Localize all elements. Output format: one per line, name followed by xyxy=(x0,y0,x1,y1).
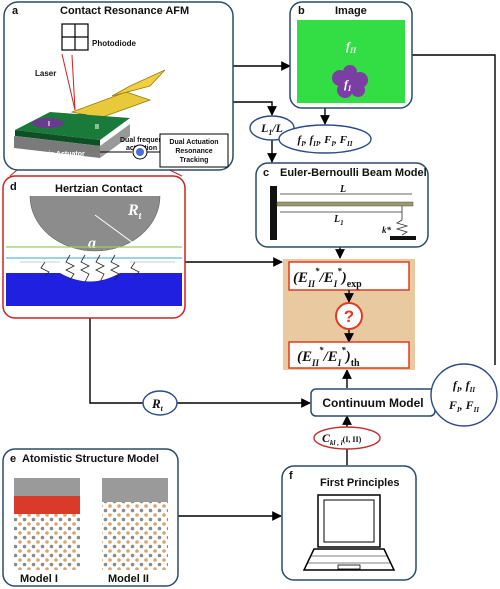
oval-R-label: R xyxy=(151,396,161,411)
panel-b-letter: b xyxy=(298,5,305,17)
laser-beam-icon xyxy=(61,53,76,111)
svg-text:Ckl , i(I, II): Ckl , i(I, II) xyxy=(322,431,362,447)
laptop-icon xyxy=(302,494,396,571)
question-circle xyxy=(335,302,363,330)
oval-C-suffix: (I, II) xyxy=(343,435,362,444)
model-I-structure xyxy=(14,478,80,570)
panel-c-letter: c xyxy=(263,167,269,179)
oval-over-L: /L xyxy=(271,121,283,135)
panel-e-title: Atomistic Structure Model xyxy=(22,453,159,465)
sample-stage-icon xyxy=(14,112,130,158)
beam-clamp xyxy=(270,186,277,240)
ratio-th-box xyxy=(288,341,410,369)
oval-L: L xyxy=(260,121,268,135)
tracking-box xyxy=(159,133,229,168)
oval-L1-sub: 1 xyxy=(268,128,272,137)
spring-k-label: k* xyxy=(382,225,392,235)
region-blob xyxy=(332,65,368,98)
beam xyxy=(276,201,414,207)
ratio-th-sub: th xyxy=(351,358,360,369)
ratio-comparison-box: (EII*/EI*)exp ? (EII*/EI*)th xyxy=(283,259,415,370)
panel-a-letter: a xyxy=(12,5,19,17)
fII-sub: II xyxy=(349,46,357,55)
oval-R-t: Rt xyxy=(142,390,178,416)
panel-e-atomistic: e Atomistic Structure Model Model I Mode… xyxy=(2,448,179,587)
panel-c-beam: c Euler-Bernoulli Beam Model L L1 k* xyxy=(255,162,429,248)
fI-sub: I xyxy=(347,84,352,93)
region-I-label: I xyxy=(48,121,50,128)
svg-text:fI, fII, FI, FII: fI, fII, FI, FII xyxy=(298,134,353,148)
continuum-label: Continuum Model xyxy=(322,396,423,410)
actuator-label: Ultrasonic Actuator xyxy=(20,151,85,158)
tracking-label-1: Dual Actuation xyxy=(169,139,218,146)
panel-b-title: Image xyxy=(335,5,367,17)
svg-text:FI, FII: FI, FII xyxy=(448,398,479,414)
panel-f-first-principles: f First Principles xyxy=(281,465,417,581)
question-mark: ? xyxy=(344,307,354,326)
oval-R-sub: t xyxy=(161,404,164,413)
panel-b-image: b Image fII fI xyxy=(289,1,413,109)
continuum-model-box: Continuum Model xyxy=(310,388,436,417)
oval-C-sub: kl , i xyxy=(330,439,343,447)
panel-a-title: Contact Resonance AFM xyxy=(60,5,189,17)
oval-C-kl: Ckl , i(I, II) xyxy=(313,426,381,450)
oval-frequencies-right: fI, fII FI, FII xyxy=(430,363,498,427)
dual-frequency-label-1: Dual frequency xyxy=(120,137,171,144)
tip-R-label: R xyxy=(127,202,139,219)
panel-d-letter: d xyxy=(10,181,17,193)
svg-text:Rt: Rt xyxy=(127,202,143,222)
beam-L-label: L xyxy=(339,184,346,195)
panel-f-letter: f xyxy=(289,470,293,482)
fI-label: f xyxy=(344,77,349,91)
spring-icon xyxy=(390,206,416,240)
beam-L1-sub: 1 xyxy=(340,219,344,227)
panel-a-afm: a Contact Resonance AFM Photodiode Laser xyxy=(3,1,234,171)
svg-text:Rt: Rt xyxy=(151,396,164,413)
oval-C-label: C xyxy=(322,431,331,445)
ratio-exp-box xyxy=(288,261,410,291)
svg-text:L1/L: L1/L xyxy=(260,121,283,137)
contact-springs-icon xyxy=(20,254,175,283)
oscillator-icon xyxy=(132,144,148,160)
panel-d-title: Hertzian Contact xyxy=(55,183,143,195)
photodiode-icon xyxy=(61,23,89,51)
region-II-label: II xyxy=(95,124,99,131)
svg-text:fII: fII xyxy=(346,39,357,55)
laser-label: Laser xyxy=(35,69,56,78)
panel-f-title: First Principles xyxy=(320,477,399,489)
model-II-structure xyxy=(102,478,168,570)
photodiode-label: Photodiode xyxy=(92,39,137,48)
model-II-label: Model II xyxy=(108,573,149,585)
ratio-exp-sub: exp xyxy=(347,279,362,290)
panel-c-title: Euler-Bernoulli Beam Model xyxy=(280,167,427,179)
panel-d-hertzian: d Hertzian Contact Rt a xyxy=(2,175,186,319)
panel-e-letter: e xyxy=(10,453,16,465)
svg-text:L1: L1 xyxy=(333,214,344,227)
beam-L1-label: L xyxy=(333,214,340,225)
contact-a-label: a xyxy=(88,235,96,252)
oval-frequencies-top: fI, fII, FI, FII xyxy=(278,124,372,154)
fII-label: f xyxy=(346,39,351,53)
substrate xyxy=(6,273,182,306)
tracking-label-2: Resonance xyxy=(175,148,212,155)
model-I-label: Model I xyxy=(20,573,58,585)
tip-R-sub: t xyxy=(139,211,143,222)
svg-text:fI: fI xyxy=(344,77,352,93)
tracking-label-3: Tracking xyxy=(180,157,209,164)
